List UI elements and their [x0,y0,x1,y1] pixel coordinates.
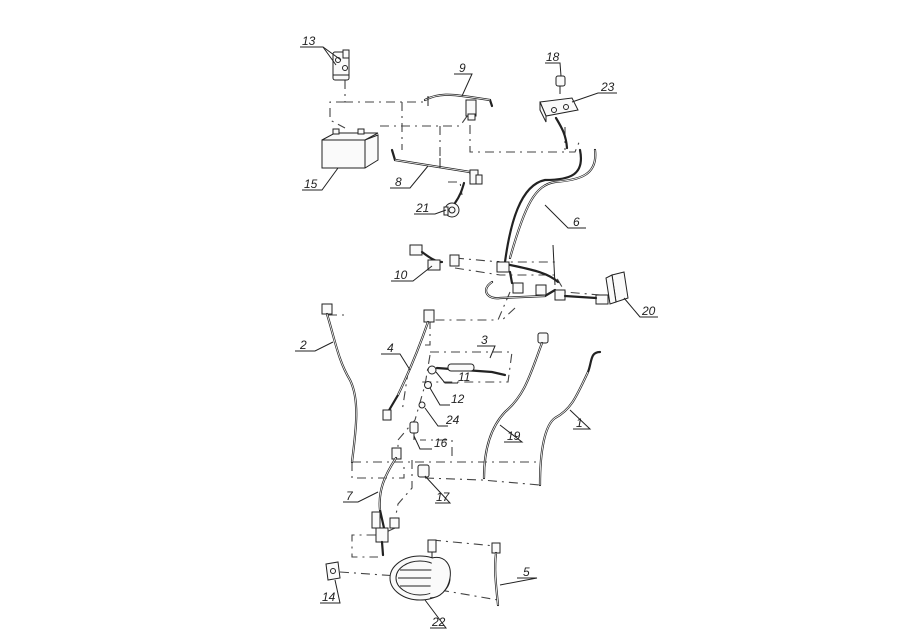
part-10-connector [409,244,460,271]
part-6-main-harness [485,148,597,301]
part-21-sensor [443,181,466,218]
callout-2: 2 [299,338,307,352]
part-17-clip [417,464,430,478]
part-1-wire [538,350,602,487]
part-9-wire [423,93,494,121]
part-15-battery [321,128,379,169]
callout-18: 18 [546,50,560,64]
callout-14: 14 [322,590,336,604]
callout-12: 12 [451,392,465,406]
callout-8: 8 [395,175,402,189]
callout-labels: 13 9 18 23 15 8 21 6 10 20 2 4 3 11 12 2… [299,34,656,629]
part-22-headlight [389,539,451,601]
part-13-terminal-clamp [332,49,350,81]
callout-10: 10 [394,268,408,282]
part-7-harness [371,447,402,557]
assembly-lines [328,80,601,601]
leader-lines [295,46,658,629]
callout-11: 11 [458,370,470,384]
callout-24: 24 [445,413,460,427]
part-8-cable [390,148,483,185]
part-24-nut [418,401,426,409]
part-23-switch-housing [539,97,579,150]
callout-21: 21 [415,201,429,215]
part-16-bulb-socket [409,421,419,440]
callout-15: 15 [304,177,318,191]
callout-9: 9 [459,61,466,75]
part-12-grommet [424,381,432,389]
part-11-cable [427,363,507,377]
part-18-switch-knob [555,75,566,94]
callout-1: 1 [576,416,583,430]
callout-3: 3 [481,333,488,347]
callout-6: 6 [573,215,580,229]
callout-4: 4 [387,341,394,355]
part-20-relay-box [563,271,629,305]
callout-7: 7 [346,489,354,503]
part-19-wire [482,332,549,480]
callout-20: 20 [641,304,656,318]
callout-23: 23 [600,80,615,94]
callout-13: 13 [302,34,316,48]
callout-19: 19 [507,429,521,443]
callout-17: 17 [436,490,451,504]
part-2-wire [321,303,358,464]
callout-5: 5 [523,565,530,579]
callout-22: 22 [431,615,446,629]
part-4-wire [382,309,435,421]
callout-16: 16 [434,436,448,450]
part-14-bracket [325,561,341,581]
part-5-wire [491,542,501,607]
